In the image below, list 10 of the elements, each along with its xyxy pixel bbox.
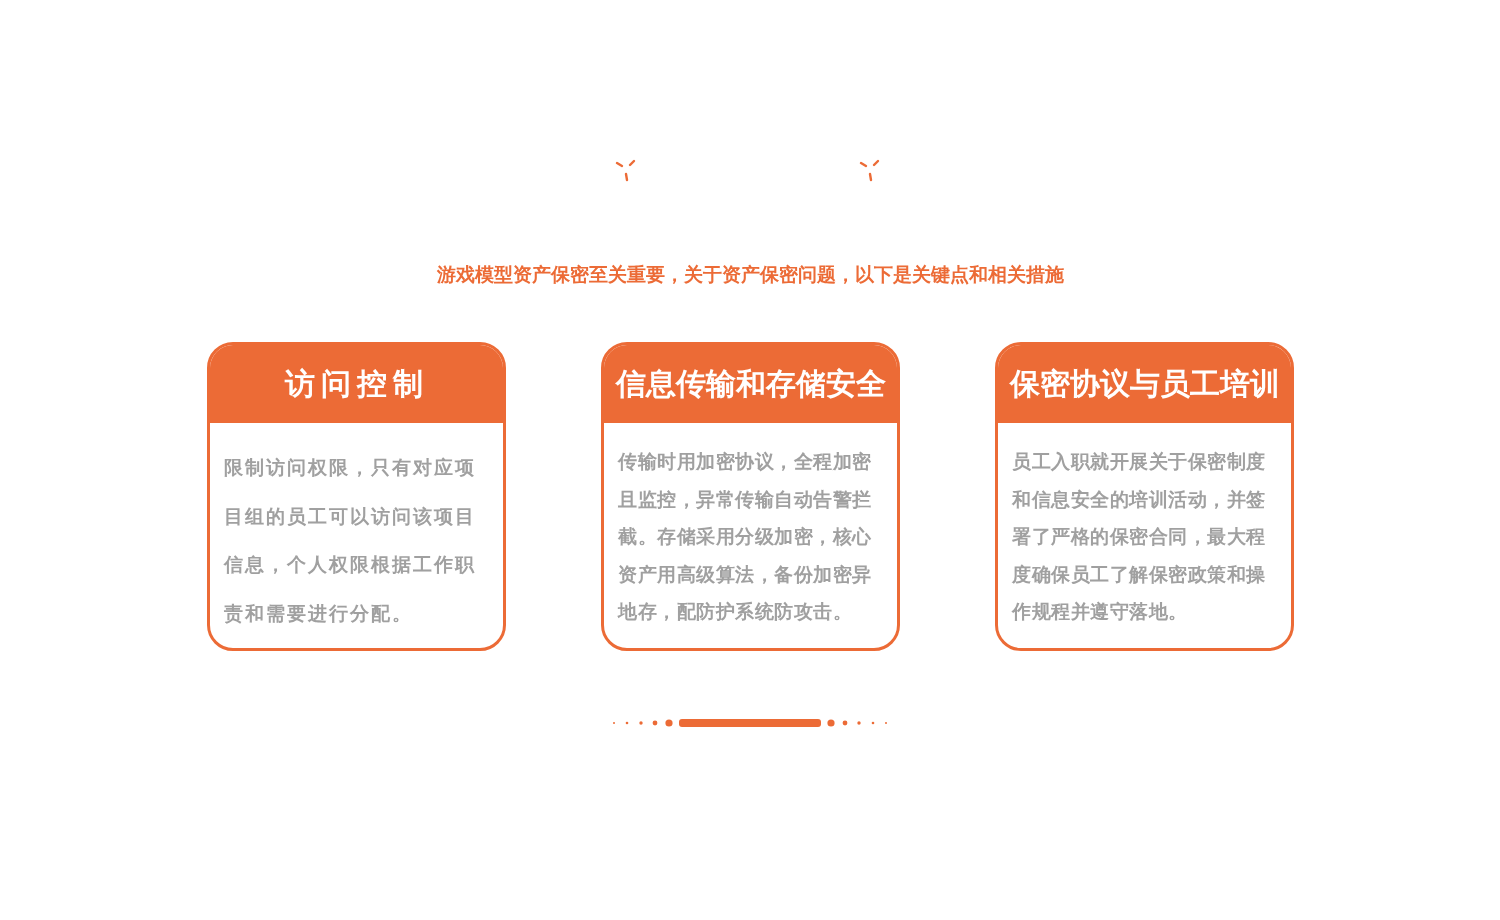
card-text: 限制访问权限，只有对应项目组的员工可以访问该项目信息，个人权限根据工作职责和需要进行分配。	[224, 455, 477, 626]
card-heading: 信息传输和存储安全	[604, 345, 897, 423]
card-heading: 访问控制	[210, 345, 503, 423]
info-card	[995, 342, 1294, 651]
subtitle: 游戏模型资产保密至关重要，关于资产保密问题，以下是关键点和相关措施	[435, 262, 1065, 287]
card-text: 传输时用加密协议，全程加密且监控，异常传输自动告警拦截。存储采用分级加密，核心资产用高级算法，备份加密异地存，配防护系统防攻击。	[618, 449, 873, 624]
info-card	[207, 342, 506, 651]
card-text: 员工入职就开展关于保密制度和信息安全的培训活动，并签署了严格的保密合同，最大程度确保员工了解保密政策和操作规程并遵守落地。	[1012, 449, 1267, 624]
card-heading: 保密协议与员工培训	[998, 345, 1291, 423]
info-card	[601, 342, 900, 651]
